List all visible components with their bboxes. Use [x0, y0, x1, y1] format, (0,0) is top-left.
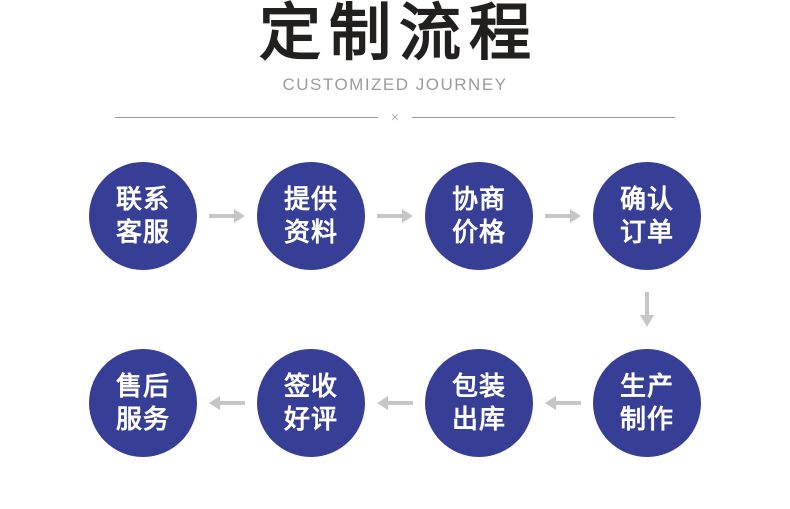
- arrow-right-icon: [377, 209, 413, 224]
- arrow-cell: [197, 396, 257, 411]
- step-label-line: 服务: [115, 404, 170, 435]
- page-title: 定制流程: [258, 0, 539, 68]
- step-label-line: 协商: [451, 184, 506, 215]
- step-circle-after-sales-service: 售后 服务: [89, 349, 197, 458]
- step-circle-production: 生产 制作: [593, 349, 701, 458]
- step-label-line: 确认: [619, 184, 674, 215]
- arrow-cell: [593, 270, 701, 349]
- arrow-cell: [533, 396, 593, 411]
- step-label-line: 资料: [283, 217, 338, 248]
- divider: ×: [115, 109, 676, 127]
- step-circle-sign-review: 签收 好评: [257, 349, 365, 458]
- step-label-line: 包装: [451, 371, 506, 402]
- step-label-line: 价格: [451, 217, 506, 248]
- flow-row-connector: [89, 270, 701, 349]
- arrow-left-icon: [545, 396, 581, 411]
- arrow-cell: [365, 396, 425, 411]
- step-label-line: 客服: [115, 217, 170, 248]
- step-label-line: 联系: [115, 184, 170, 215]
- arrow-cell: [365, 209, 425, 224]
- arrow-right-icon: [209, 209, 245, 224]
- arrow-cell: [533, 209, 593, 224]
- flow-row-bottom: 售后 服务 签收 好评 包装 出库 生产 制作: [0, 349, 790, 458]
- step-circle-contact-service: 联系 客服: [89, 162, 197, 271]
- step-circle-pack-ship: 包装 出库: [425, 349, 533, 458]
- flow-row-top: 联系 客服 提供 资料 协商 价格 确认 订单: [0, 162, 790, 271]
- step-label-line: 提供: [283, 184, 338, 215]
- divider-line-left: [115, 117, 378, 119]
- step-label-line: 制作: [619, 404, 674, 435]
- arrow-right-icon: [545, 209, 581, 224]
- header: 定制流程 CUSTOMIZED JOURNEY ×: [0, 0, 790, 125]
- process-flow: 联系 客服 提供 资料 协商 价格 确认 订单: [0, 162, 790, 458]
- step-label-line: 出库: [451, 404, 506, 435]
- step-label-line: 生产: [619, 371, 674, 402]
- arrow-down-icon: [640, 292, 654, 328]
- arrow-cell: [197, 209, 257, 224]
- step-circle-negotiate-price: 协商 价格: [425, 162, 533, 271]
- step-label-line: 好评: [283, 404, 338, 435]
- step-label-line: 订单: [619, 217, 674, 248]
- step-circle-provide-materials: 提供 资料: [257, 162, 365, 271]
- page-subtitle: CUSTOMIZED JOURNEY: [282, 75, 508, 95]
- arrow-left-icon: [377, 396, 413, 411]
- step-label-line: 售后: [115, 371, 170, 402]
- step-circle-confirm-order: 确认 订单: [593, 162, 701, 271]
- divider-line-right: [412, 117, 676, 119]
- step-label-line: 签收: [283, 371, 338, 402]
- arrow-left-icon: [209, 396, 245, 411]
- x-mark-icon: ×: [390, 109, 400, 127]
